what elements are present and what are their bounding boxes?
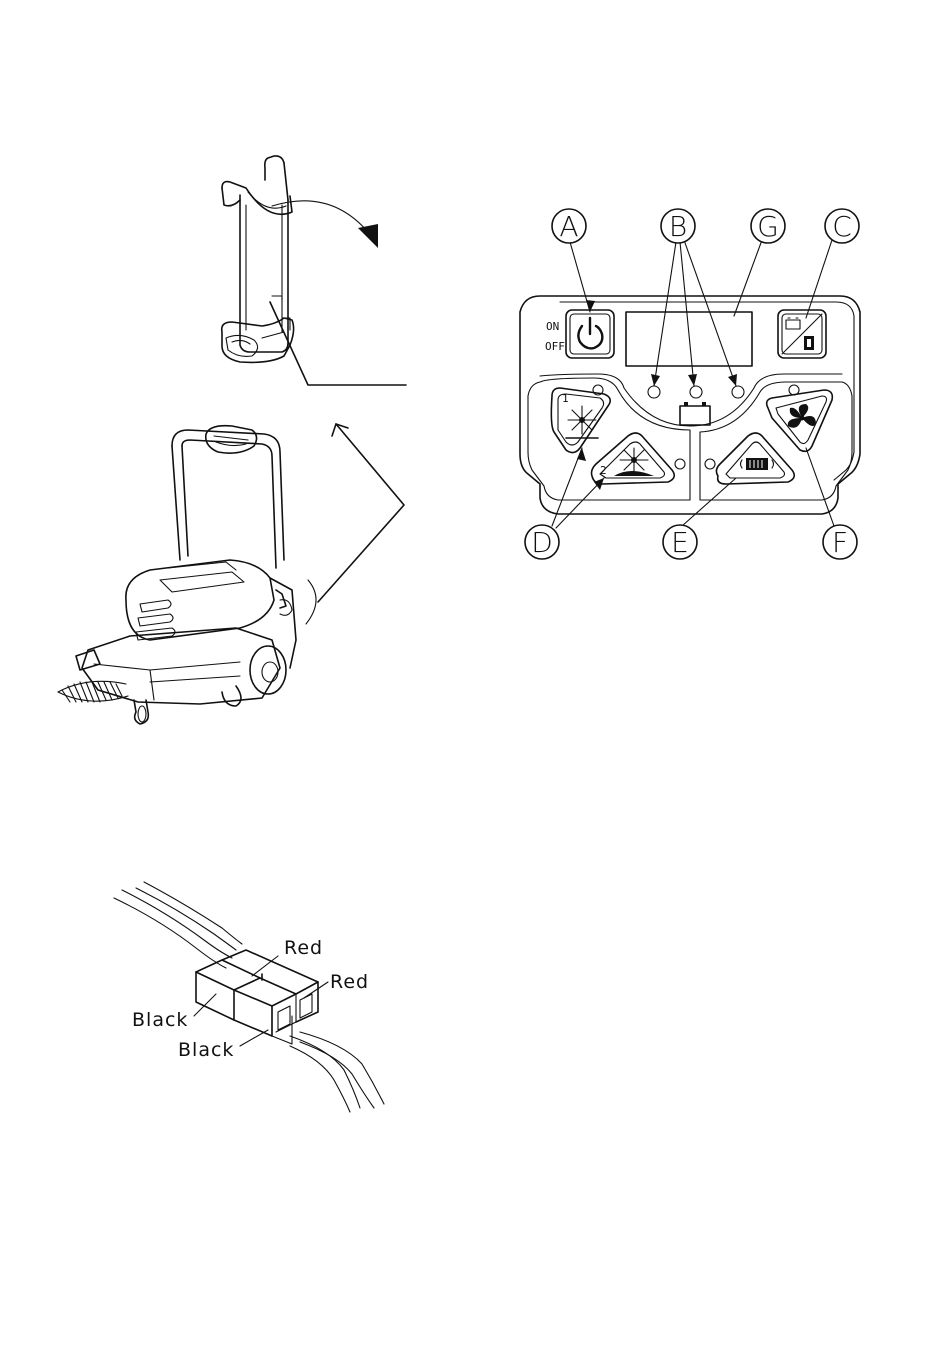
red-wire-label-2: Red: [330, 971, 369, 993]
red-wire-label-1: Red: [284, 937, 323, 959]
black-wire-label-1: Black: [132, 1009, 188, 1031]
connector-housing-left: [196, 960, 296, 1044]
black-wire-label-2: Black: [178, 1039, 234, 1061]
